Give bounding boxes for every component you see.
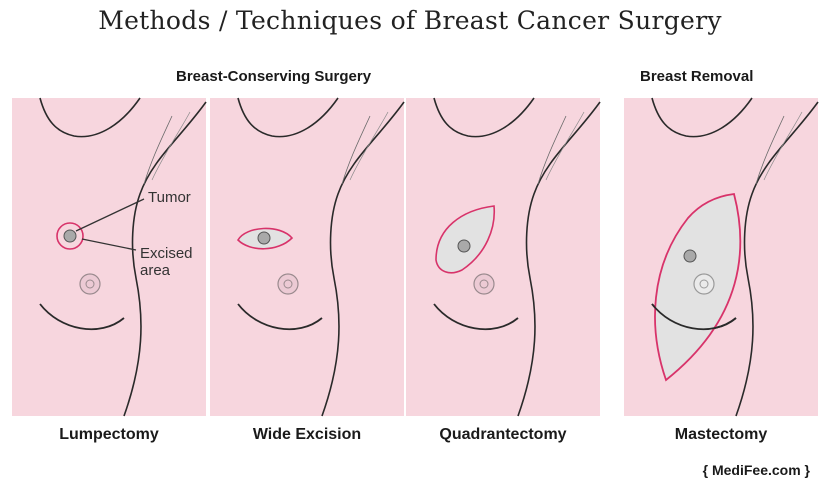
caption-wide-excision: Wide Excision (210, 426, 404, 444)
panel-wide-excision (210, 98, 404, 416)
tumor-icon (64, 230, 76, 242)
tumor-label: Tumor (148, 189, 191, 206)
credit-label: { MediFee.com } (703, 462, 810, 478)
tumor-icon (684, 250, 696, 262)
panel-mastectomy (624, 98, 818, 416)
tumor-icon (258, 232, 270, 244)
excised-label-line1: Excised (140, 245, 193, 262)
caption-mastectomy: Mastectomy (624, 426, 818, 444)
caption-quadrantectomy: Quadrantectomy (406, 426, 600, 444)
panel-lumpectomy: Tumor Excised area (12, 98, 206, 416)
panel-quadrantectomy (406, 98, 600, 416)
excised-label-line2: area (140, 262, 171, 279)
tumor-icon (458, 240, 470, 252)
caption-lumpectomy: Lumpectomy (12, 426, 206, 444)
